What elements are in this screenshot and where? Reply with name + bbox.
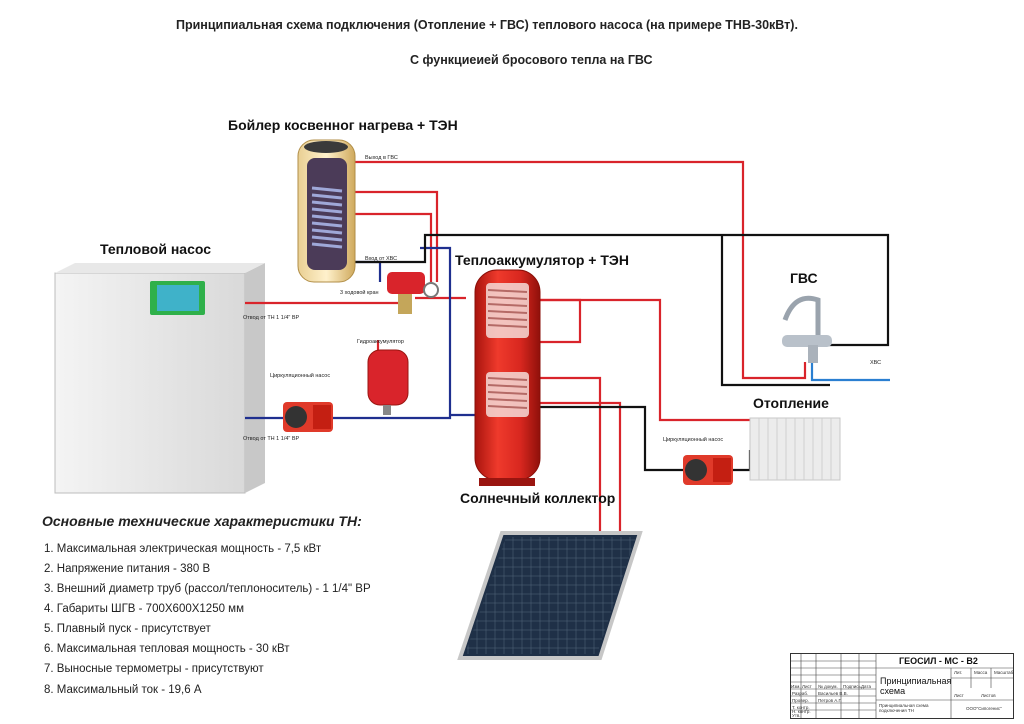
- outlet-top-label: Отвод от ТН 1 1/4" ВР: [243, 315, 300, 321]
- spec-item: 3. Внешний диаметр труб (рассол/теплонос…: [44, 583, 371, 595]
- specs-title: Основные технические характеристики ТН:: [42, 513, 362, 529]
- stamp-code: ГЕОСИЛ - МС - В2: [899, 656, 978, 666]
- stamp-row-label: Т. контр.: [792, 705, 810, 710]
- stamp-person: Васильев В.В.: [818, 691, 848, 696]
- solar-collector: [457, 531, 643, 660]
- pipe-solar-return: [540, 401, 622, 540]
- pipe-heating-supply: [540, 298, 750, 422]
- stamp-sheet-header: Масса: [974, 670, 988, 675]
- solar-label: Солнечный коллектор: [460, 490, 616, 506]
- stamp-person: Петров А.Г.: [818, 698, 842, 703]
- stamp-sheet-label: Листов: [981, 693, 996, 698]
- dhw-out-label: Выход в ГВС: [365, 155, 398, 161]
- heat-pump-top: [55, 263, 265, 273]
- heat-pump-label: Тепловой насос: [100, 241, 212, 257]
- valve-label: 3 ходовой кран: [340, 290, 379, 296]
- pump2-label: Циркуляционный насос: [663, 437, 724, 443]
- stamp-col-header: Лист: [802, 684, 812, 689]
- radiator: [749, 417, 841, 481]
- spec-item: 2. Напряжение питания - 380 В: [44, 563, 211, 575]
- stamp-col-header: № докум.: [818, 684, 838, 689]
- cold-in-label: Вход от ХВС: [365, 256, 398, 262]
- pipe-dhw-out: [355, 160, 807, 380]
- heating-label: Отопление: [753, 395, 829, 411]
- accumulator-label: Теплоаккумулятор + ТЭН: [455, 252, 629, 268]
- circulation-pump-right: [683, 455, 733, 485]
- stamp-note: Принципиальная схема подключения ТН: [879, 703, 929, 713]
- pipe-dhw-return: [355, 233, 890, 347]
- stamp-sheet-header: Лит.: [954, 670, 963, 675]
- expansion-tank: [367, 349, 409, 415]
- boiler: [297, 139, 356, 283]
- stamp-col-header: Дата: [861, 684, 871, 689]
- spec-item: 7. Выносные термометры - присутствуют: [44, 663, 264, 675]
- stamp-col-header: Подпись: [843, 684, 861, 689]
- stamp-row-label: Разраб.: [792, 691, 809, 696]
- stamp-sheet-label: Лист: [954, 693, 964, 698]
- pipe-boiler-coil-in: [355, 190, 439, 282]
- stamp-name: Принципиальная схема: [880, 676, 952, 696]
- pipe-cold-in: [355, 260, 382, 282]
- pipe-upper-coil-loop: [540, 298, 582, 344]
- page-title: Принципиальная схема подключения (Отопле…: [176, 18, 798, 32]
- stamp-sheet-header: Масштаб: [994, 670, 1014, 675]
- pipe-hp-supply: [245, 282, 407, 305]
- stamp-org: ООО"Сипогенис": [966, 706, 1002, 711]
- pipe-hp-return: [245, 246, 452, 420]
- heat-pump-unit: [54, 263, 265, 494]
- pipe-return-loop: [720, 235, 830, 387]
- three-way-valve: [387, 272, 439, 314]
- boiler-label: Бойлер косвенног нагрева + ТЭН: [228, 117, 458, 133]
- stamp-row-label: Утв.: [792, 713, 801, 718]
- heat-pump-screen: [157, 285, 199, 311]
- dhw-label: ГВС: [790, 270, 818, 286]
- spec-item: 1. Максимальная электрическая мощность -…: [44, 543, 322, 555]
- spec-item: 5. Плавный пуск - присутствует: [44, 623, 211, 635]
- pump1-label: Циркуляционный насос: [270, 373, 331, 379]
- pipe-solar-supply: [540, 376, 602, 540]
- title-block-grid: [791, 654, 1013, 718]
- cold-water-label: ХВС: [870, 360, 882, 366]
- hydro-label: Гидроаккумулятор: [357, 339, 404, 345]
- faucet: [782, 295, 832, 363]
- circulation-pump-left: [283, 402, 333, 432]
- stamp-row-label: Н. контр.: [792, 709, 811, 714]
- stamp-col-header: Изм.: [791, 684, 801, 689]
- title-block: ГЕОСИЛ - МС - В2 Принципиальная схема Из…: [790, 653, 1014, 719]
- heat-pump-side: [245, 263, 265, 493]
- pipe-boiler-coil-out: [355, 212, 433, 282]
- stamp-row-label: Провер.: [792, 698, 809, 703]
- spec-item: 4. Габариты ШГВ - 700Х600Х1250 мм: [44, 603, 244, 615]
- spec-item: 6. Максимальная тепловая мощность - 30 к…: [44, 643, 290, 655]
- accumulator-tank: [474, 269, 541, 486]
- outlet-bottom-label: Отвод от ТН 1 1/4" ВР: [243, 436, 300, 442]
- page-subtitle: С функциеией бросового тепла на ГВС: [410, 53, 653, 67]
- pipe-cold-water: [810, 362, 890, 382]
- spec-item: 8. Максимальный ток - 19,6 А: [44, 684, 202, 696]
